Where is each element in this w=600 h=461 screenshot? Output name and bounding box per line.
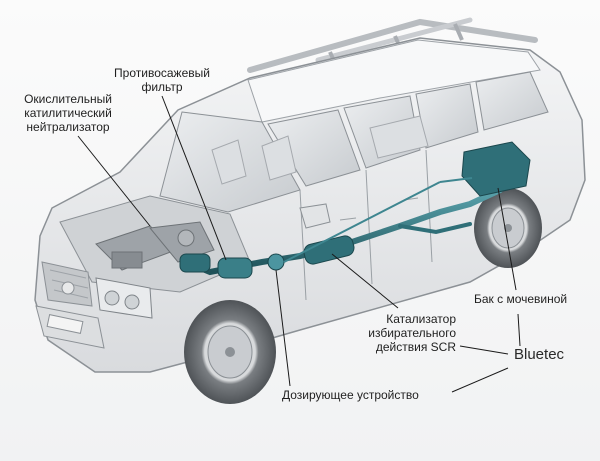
dosing-unit-module <box>267 253 285 271</box>
particulate-filter-label: Противосажевый фильтр <box>114 66 210 94</box>
exhaust-system <box>179 141 531 279</box>
headlights <box>95 277 153 319</box>
bluetec-brand-label: Bluetec <box>514 346 565 363</box>
side-mirror <box>299 203 331 229</box>
oxidation-catalyst-label: Окислительный катилитический нейтрализат… <box>24 92 112 134</box>
urea-tank-unit <box>461 141 531 197</box>
side-windows <box>267 71 549 187</box>
front-wheel <box>184 300 276 404</box>
license-plate <box>46 314 84 334</box>
oxidation-catalyst-unit <box>179 253 211 273</box>
leader-line-scr-catalyst <box>331 253 399 309</box>
roof-rails <box>247 17 538 73</box>
urea-tank-label: Бак с мочевиной <box>474 292 568 306</box>
leader-line-urea-tank <box>497 187 517 291</box>
engine-block <box>95 221 215 271</box>
leader-line-dosing-unit <box>275 269 291 387</box>
leader-line-scr-bluetec <box>459 345 509 355</box>
scr-catalyst-label: Катализатор избирательного действия SCR <box>368 312 456 354</box>
leader-line-urea-bluetec <box>517 313 521 347</box>
dosing-unit-label: Дозирующее устройство <box>282 388 419 402</box>
rear-wheel <box>474 188 542 268</box>
leader-line-particulate-filter <box>161 95 227 261</box>
leader-line-oxidation-catalyst <box>77 135 151 227</box>
particulate-filter-unit <box>217 257 253 279</box>
interior-seats <box>211 115 429 185</box>
leader-lines <box>77 95 521 393</box>
leader-line-dosing-bluetec <box>451 367 509 393</box>
